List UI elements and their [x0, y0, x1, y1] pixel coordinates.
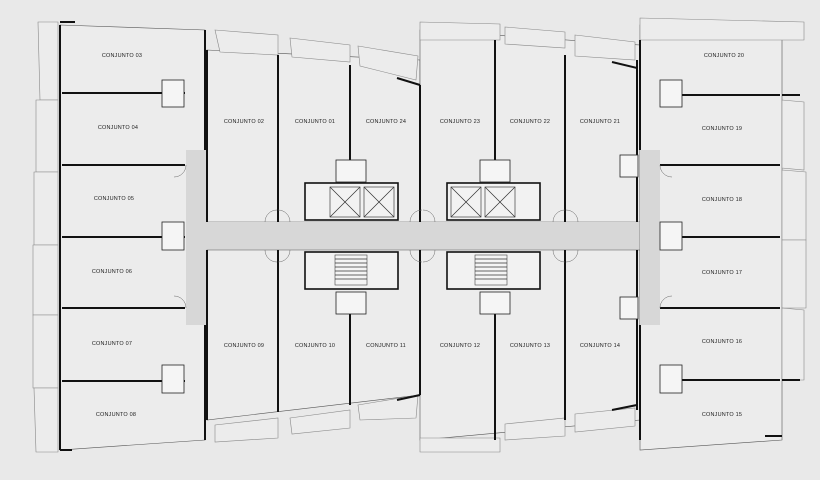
- unit-label-u08: CONJUNTO 08: [96, 412, 136, 418]
- unit-label-u05: CONJUNTO 05: [94, 196, 134, 202]
- unit-label-u10: CONJUNTO 10: [295, 343, 335, 349]
- south-wing: [206, 249, 641, 453]
- unit-label-u17: CONJUNTO 17: [702, 270, 742, 276]
- right-wing: [639, 17, 807, 451]
- north-wing: [206, 21, 661, 250]
- stair-left: [334, 254, 368, 286]
- unit-label-u03: CONJUNTO 03: [102, 53, 142, 59]
- unit-label-u09: CONJUNTO 09: [224, 343, 264, 349]
- unit-label-u06: CONJUNTO 06: [92, 269, 132, 275]
- unit-label-u13: CONJUNTO 13: [510, 343, 550, 349]
- unit-label-u24: CONJUNTO 24: [366, 119, 406, 125]
- unit-label-u14: CONJUNTO 14: [580, 343, 620, 349]
- unit-label-u11: CONJUNTO 11: [366, 343, 406, 349]
- unit-labels: CONJUNTO 03 CONJUNTO 04 CONJUNTO 05 CONJUNT…: [92, 53, 744, 418]
- unit-label-u23: CONJUNTO 23: [440, 119, 480, 125]
- unit-label-u22: CONJUNTO 22: [510, 119, 550, 125]
- door-swings: [173, 164, 673, 309]
- unit-label-u18: CONJUNTO 18: [702, 197, 742, 203]
- unit-label-u02: CONJUNTO 02: [224, 119, 264, 125]
- unit-label-u19: CONJUNTO 19: [702, 126, 742, 132]
- unit-label-u15: CONJUNTO 15: [702, 412, 742, 418]
- unit-label-u04: CONJUNTO 04: [98, 125, 138, 131]
- unit-label-u07: CONJUNTO 07: [92, 341, 132, 347]
- left-wing: [32, 21, 228, 453]
- unit-label-u20: CONJUNTO 20: [704, 53, 744, 59]
- unit-label-u21: CONJUNTO 21: [580, 119, 620, 125]
- unit-label-u16: CONJUNTO 16: [702, 339, 742, 345]
- stair-right: [474, 254, 508, 286]
- unit-label-u12: CONJUNTO 12: [440, 343, 480, 349]
- unit-label-u01: CONJUNTO 01: [295, 119, 335, 125]
